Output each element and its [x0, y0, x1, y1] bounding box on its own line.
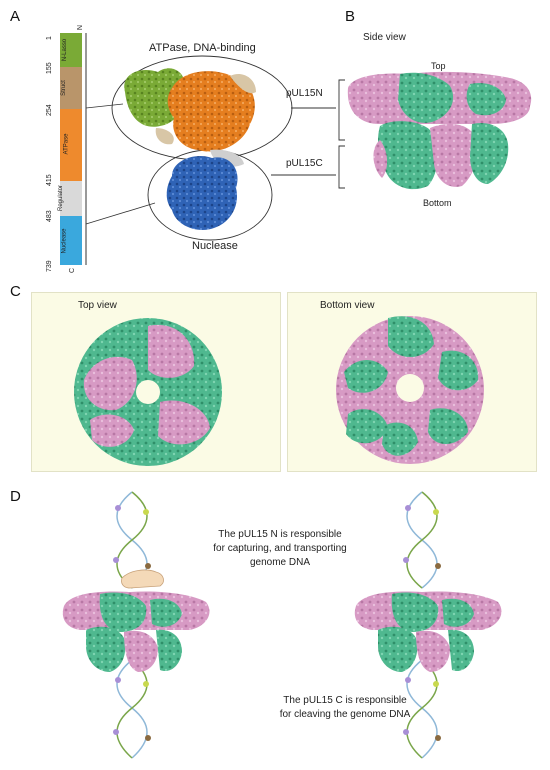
atpase-label: ATPase, DNA-binding	[149, 42, 256, 54]
text-pul15c-line-2: for cleaving the genome DNA	[279, 709, 411, 720]
dna-beads	[113, 505, 441, 741]
dna-helix-right-bottom	[406, 659, 438, 759]
top-view-structure	[74, 318, 222, 466]
text-pul15n: The pUL15 N is responsible for capturing…	[175, 528, 385, 570]
bracket-pul15c	[338, 145, 345, 189]
bracket-pul15n	[338, 79, 345, 141]
bottom-view-structure	[336, 316, 484, 464]
bottom-view-label: Bottom view	[320, 300, 375, 311]
bottom-label: Bottom	[423, 198, 452, 208]
panel-letter-c: C	[10, 283, 21, 300]
panel-letter-a: A	[10, 8, 21, 25]
text-pul15c: The pUL15 C is responsible for cleaving …	[256, 694, 434, 722]
panel-letter-b: B	[345, 8, 356, 25]
top-label: Top	[431, 61, 446, 71]
panel-letter-d: D	[10, 488, 21, 505]
pul15n-label: pUL15N	[286, 88, 323, 99]
dna-helix-right-top	[406, 491, 438, 589]
nuclease-label: Nuclease	[192, 240, 238, 252]
domain-segment-struct: Struct	[60, 67, 82, 109]
top-view-label: Top view	[78, 300, 117, 311]
hand-icon	[121, 569, 164, 589]
nuclease-domain-structure	[166, 156, 238, 230]
domain-segment-nuclease: Nuclease	[60, 216, 82, 265]
terminase-complex-left	[62, 591, 210, 672]
domain-segment-atpase: ATPase	[60, 109, 82, 181]
side-view-title: Side view	[363, 32, 406, 43]
atpase-domain-structure	[124, 68, 256, 167]
side-view-structure	[347, 71, 532, 190]
pul15c-label: pUL15C	[286, 158, 323, 169]
terminase-complex-right	[354, 591, 502, 672]
domain-bar: N-Lasso Struct ATPase Regulator Nuclease	[58, 33, 82, 265]
connector-line-nuclease	[85, 202, 156, 225]
connector-line-atpase	[85, 103, 124, 109]
dna-helix-left-bottom	[116, 659, 148, 759]
text-pul15n-line-3: genome DNA	[249, 557, 311, 568]
domain-segment-regulator: Regulator	[58, 181, 82, 216]
text-pul15n-line-1: The pUL15 N is responsible	[218, 529, 342, 540]
text-pul15c-line-1: The pUL15 C is responsible	[283, 695, 407, 706]
domain-segment-n-lasso: N-Lasso	[60, 33, 82, 67]
text-pul15n-line-2: for capturing, and transporting	[213, 543, 347, 554]
